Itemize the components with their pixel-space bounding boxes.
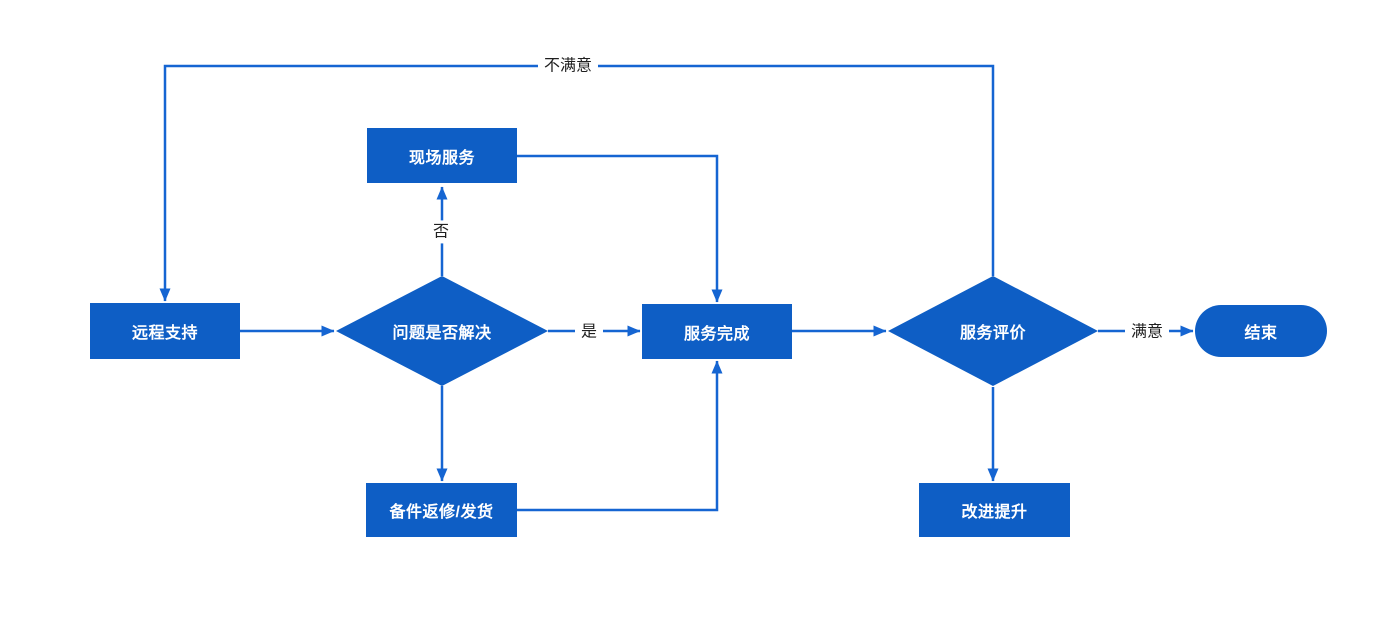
edge-label-yes: 是 xyxy=(574,320,604,344)
node-onsite-service-label: 现场服务 xyxy=(408,149,475,167)
node-parts-repair-shipping[interactable]: 备件返修/发货 xyxy=(366,483,517,537)
node-remote-support-label: 远程支持 xyxy=(131,325,198,342)
node-service-complete-label: 服务完成 xyxy=(683,325,750,343)
edge-parts-to-complete xyxy=(517,360,723,512)
node-problem-solved-decision-label: 问题是否解决 xyxy=(392,325,492,342)
node-service-complete[interactable]: 服务完成 xyxy=(642,304,792,359)
node-end[interactable]: 结束 xyxy=(1195,305,1327,357)
node-improvement-label: 改进提升 xyxy=(961,504,1028,521)
node-end-label: 结束 xyxy=(1244,325,1278,342)
edge-label-no: 否 xyxy=(426,220,456,244)
node-parts-repair-shipping-label: 备件返修/发货 xyxy=(389,504,494,521)
edge-onsite-to-complete xyxy=(517,154,723,303)
node-service-evaluation-decision-label: 服务评价 xyxy=(959,325,1026,342)
node-improvement[interactable]: 改进提升 xyxy=(919,483,1070,537)
edge-evaluation-unsatisfied-to-remote xyxy=(159,64,995,302)
node-remote-support[interactable]: 远程支持 xyxy=(90,303,240,359)
edge-label-unsatisfied: 不满意 xyxy=(537,54,599,78)
edge-label-satisfied: 满意 xyxy=(1124,320,1170,344)
node-onsite-service[interactable]: 现场服务 xyxy=(367,128,517,183)
